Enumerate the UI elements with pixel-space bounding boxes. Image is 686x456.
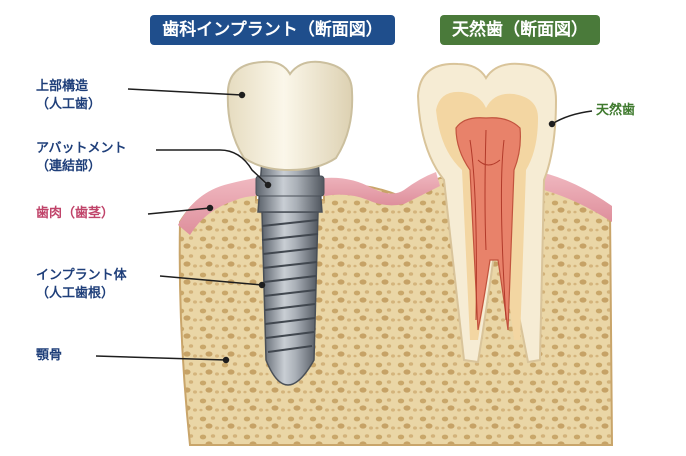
leader-implant — [159, 275, 263, 286]
implant-fixture — [261, 211, 319, 386]
jawbone-region — [178, 177, 614, 446]
label-natural-tooth: 天然歯 — [596, 103, 636, 118]
label-crown-line2: （人工歯） — [36, 97, 102, 112]
leader-jawbone — [95, 355, 227, 361]
label-implant-line2: （人工歯根） — [36, 286, 115, 301]
abutment — [255, 159, 325, 213]
label-implant: インプラント体 （人工歯根） — [36, 267, 127, 303]
implant-crown — [226, 60, 354, 172]
label-crown-line1: 上部構造 — [36, 79, 89, 94]
leader-gum — [147, 207, 211, 215]
label-abutment: アバットメント （連結部） — [36, 140, 126, 176]
gum-region — [178, 178, 256, 235]
leader-abutment — [156, 149, 269, 186]
leader-natural — [551, 110, 593, 125]
header-natural: 天然歯（断面図） — [440, 15, 600, 45]
header-implant: 歯科インプラント（断面図） — [150, 15, 395, 45]
label-crown: 上部構造 （人工歯） — [36, 78, 101, 114]
label-implant-line1: インプラント体 — [36, 268, 127, 283]
natural-tooth — [416, 62, 558, 364]
label-abutment-line2: （連結部） — [36, 159, 102, 174]
label-abutment-line1: アバットメント — [36, 141, 127, 156]
label-jawbone: 顎骨 — [36, 348, 63, 363]
leader-crown — [127, 88, 243, 96]
label-gum: 歯肉（歯茎） — [36, 206, 115, 221]
